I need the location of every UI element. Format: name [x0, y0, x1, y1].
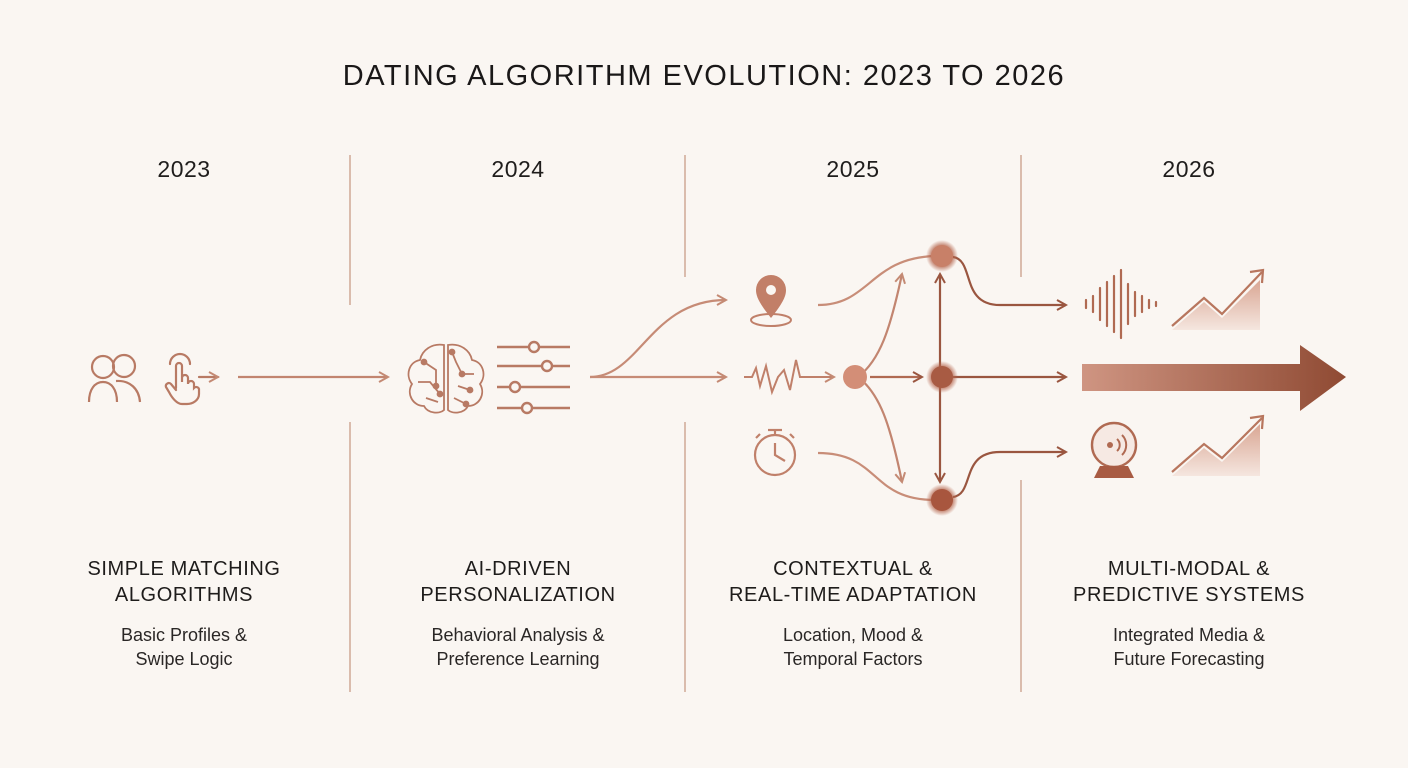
- heartbeat-wave-icon: [744, 359, 834, 396]
- sliders-icon: [497, 340, 570, 415]
- stopwatch-icon: [753, 428, 797, 477]
- description-line-2: Future Forecasting: [1113, 649, 1265, 669]
- flow-location-to-top-node: [817, 254, 936, 307]
- stage-2023-heading: SIMPLE MATCHING ALGORITHMS: [16, 556, 352, 608]
- stage-2025-heading: CONTEXTUAL & REAL-TIME ADAPTATION: [685, 556, 1021, 608]
- top-node: [931, 245, 953, 267]
- hand-swipe-icon: [164, 352, 218, 406]
- flow-arrow-to-location: [589, 300, 726, 379]
- network-nodes: [843, 240, 958, 516]
- middle-node: [931, 366, 953, 388]
- column-dividers: [349, 155, 1022, 692]
- year-2026-label: 2026: [1162, 156, 1216, 182]
- heading-line-1: AI-DRIVEN: [464, 558, 572, 580]
- description-line-1: Location, Mood &: [782, 625, 924, 645]
- big-forward-arrow: [1082, 345, 1346, 411]
- year-2024-label: 2024: [491, 156, 545, 182]
- year-2023-label: 2023: [157, 156, 211, 182]
- stage-2026-heading: MULTI-MODAL & PREDICTIVE SYSTEMS: [1021, 556, 1357, 608]
- description-line-1: Behavioral Analysis &: [431, 625, 605, 645]
- description-line-2: Preference Learning: [436, 649, 600, 669]
- heading-line-2: PERSONALIZATION: [420, 584, 616, 606]
- bottom-node: [931, 489, 953, 511]
- brain-circuit-icon: [407, 343, 485, 414]
- description-line-1: Basic Profiles &: [120, 625, 248, 645]
- description-line-2: Temporal Factors: [783, 649, 923, 669]
- heading-line-1: CONTEXTUAL &: [773, 558, 933, 580]
- hub-node: [843, 365, 867, 389]
- crystal-ball-icon: [1090, 421, 1138, 478]
- heading-line-2: REAL-TIME ADAPTATION: [729, 584, 977, 606]
- year-2025-label: 2025: [826, 156, 880, 182]
- description-line-2: Swipe Logic: [135, 649, 233, 669]
- sound-wave-icon: [1084, 268, 1158, 340]
- stage-2026-description: Integrated Media & Future Forecasting: [1021, 623, 1357, 671]
- trend-chart-icon-2: [1171, 414, 1265, 476]
- heading-line-1: SIMPLE MATCHING: [87, 558, 281, 580]
- stage-2023-description: Basic Profiles & Swipe Logic: [16, 623, 352, 671]
- stage-2025-description: Location, Mood & Temporal Factors: [685, 623, 1021, 671]
- stage-2024-description: Behavioral Analysis & Preference Learnin…: [350, 623, 686, 671]
- description-line-1: Integrated Media &: [1112, 625, 1266, 645]
- stage-2024-heading: AI-DRIVEN PERSONALIZATION: [350, 556, 686, 608]
- heading-line-2: ALGORITHMS: [114, 584, 254, 606]
- heading-line-1: MULTI-MODAL &: [1107, 558, 1271, 580]
- users-icon: [87, 353, 142, 403]
- trend-chart-icon: [1171, 268, 1265, 330]
- page-title: DATING ALGORITHM EVOLUTION: 2023 TO 2026: [342, 60, 1066, 92]
- heading-line-2: PREDICTIVE SYSTEMS: [1073, 584, 1305, 606]
- location-pin-icon: [750, 275, 792, 327]
